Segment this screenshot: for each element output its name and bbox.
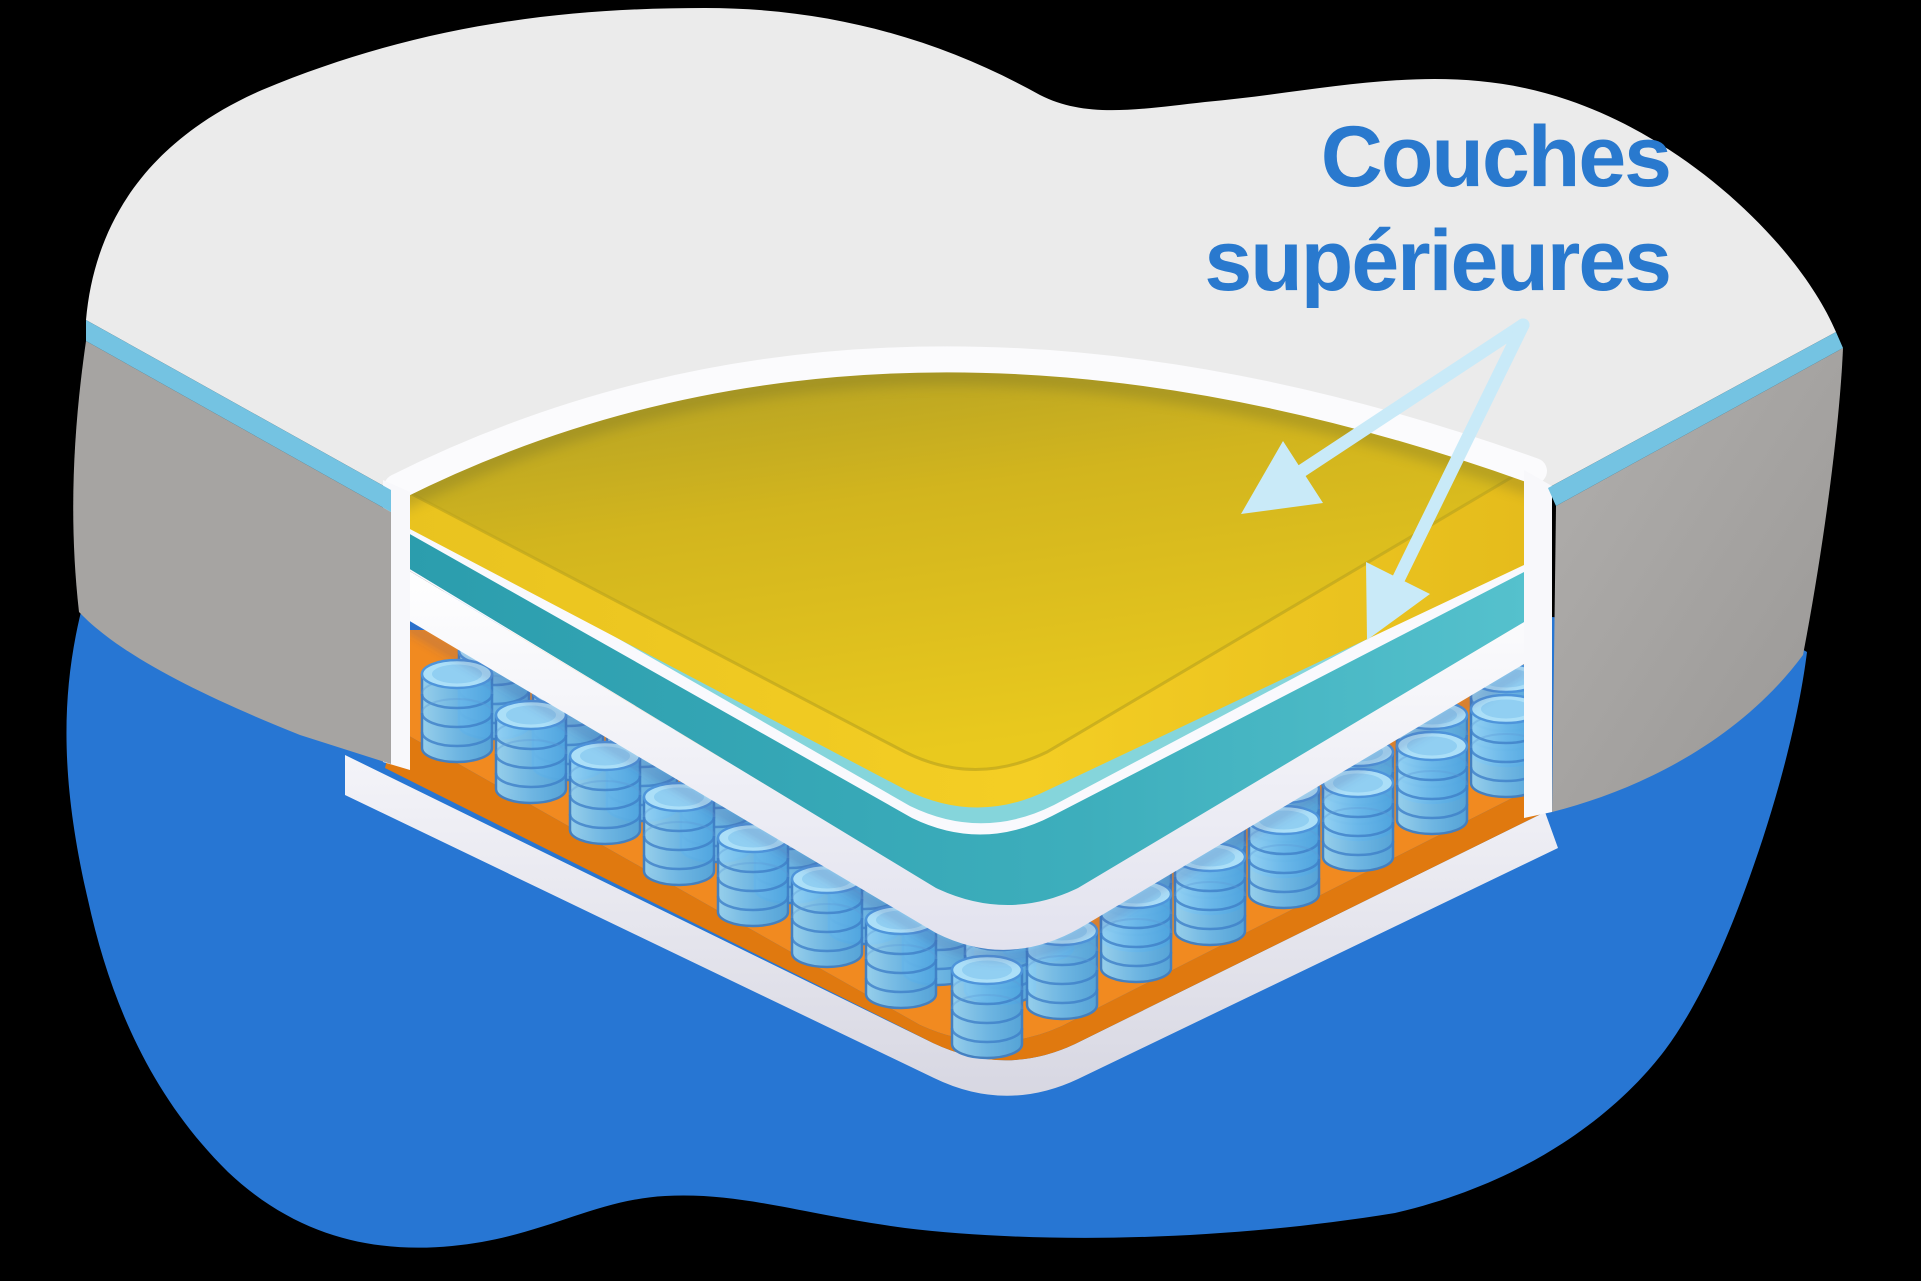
rim-shadow <box>392 365 1538 512</box>
label-line-1: Couches <box>1321 109 1670 205</box>
white-layer-shadow <box>404 620 1528 963</box>
side-panel-left <box>73 341 391 764</box>
cover-cut-rim <box>384 346 1547 500</box>
mattress-cover-top <box>86 8 1836 490</box>
white-base-layer <box>345 755 1558 1096</box>
edge-stripe-right <box>1548 332 1843 506</box>
cut-face-right <box>1524 470 1552 818</box>
label-line-2: supérieures <box>1204 213 1670 309</box>
arrow-line-to-teal <box>1392 318 1530 585</box>
label-couches-superieures: Couches supérieures <box>1204 109 1672 309</box>
annotation-arrows <box>1241 318 1530 640</box>
arrow-head-to-yellow <box>1241 441 1323 514</box>
edge-stripe-left <box>86 320 391 512</box>
arrow-head-to-teal <box>1366 562 1430 640</box>
white-foam-front <box>408 570 1524 950</box>
mattress <box>73 8 1843 1096</box>
yellow-layer-front <box>408 470 1524 808</box>
yellow-fold-line <box>407 468 1525 771</box>
arrow-line-to-yellow <box>1293 318 1530 479</box>
teal-layer-front <box>408 533 1524 905</box>
yellow-layer-top <box>408 345 1524 770</box>
side-panel-right <box>1552 348 1843 812</box>
